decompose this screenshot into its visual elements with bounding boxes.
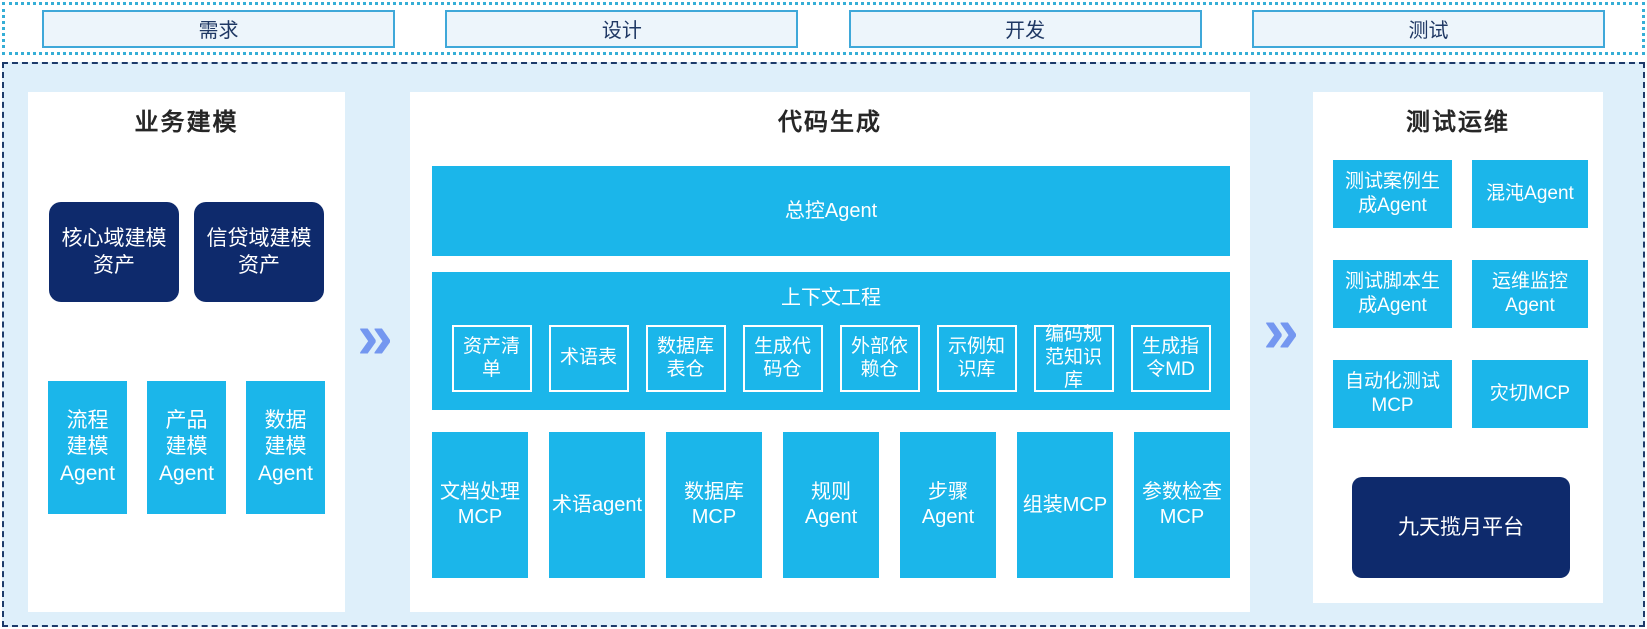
modeling-asset-row: 核心域建模 资产 信贷域建模 资产 xyxy=(28,202,345,302)
node-core-domain-modeling-assets: 核心域建模 资产 xyxy=(49,202,179,302)
stage-design: 设计 xyxy=(445,9,799,48)
node-steps-agent: 步骤Agent xyxy=(900,432,996,578)
node-ops-monitoring-agent: 运维监控 Agent xyxy=(1472,260,1588,328)
node-glossary-agent: 术语agent xyxy=(549,432,645,578)
panel-code-generation: 代码生成 总控Agent 上下文工程 资产清 单 术语表 数据库 表仓 生成代 … xyxy=(410,92,1250,612)
main-diagram-container: 业务建模 核心域建模 资产 信贷域建模 资产 流程 建模 Agent 产品 建模… xyxy=(2,62,1645,627)
node-generated-code-repo: 生成代 码仓 xyxy=(742,325,823,392)
node-master-agent: 总控Agent xyxy=(432,166,1230,256)
test-ops-title: 测试运维 xyxy=(1406,109,1510,136)
node-test-script-generation-agent: 测试脚本生 成Agent xyxy=(1333,260,1452,328)
node-chaos-agent: 混沌Agent xyxy=(1472,160,1588,228)
code-generation-title: 代码生成 xyxy=(778,109,882,136)
node-generation-instructions-md: 生成指 令MD xyxy=(1130,325,1211,392)
context-engineering-items: 资产清 单 术语表 数据库 表仓 生成代 码仓 外部依 赖仓 示例知 识库 编码… xyxy=(432,324,1230,392)
node-document-processing-mcp: 文档处理 MCP xyxy=(432,432,528,578)
node-glossary: 术语表 xyxy=(548,325,629,392)
stage-development: 开发 xyxy=(848,9,1202,48)
node-db-table-repo: 数据库 表仓 xyxy=(645,325,726,392)
double-chevron-icon: » xyxy=(1263,294,1299,366)
node-data-modeling-agent: 数据 建模 Agent xyxy=(246,381,325,514)
node-test-case-generation-agent: 测试案例生 成Agent xyxy=(1333,160,1452,228)
double-chevron-icon: » xyxy=(357,300,393,372)
test-ops-grid: 测试案例生 成Agent 混沌Agent 测试脚本生 成Agent 运维监控 A… xyxy=(1333,160,1588,428)
node-disaster-switch-mcp: 灾切MCP xyxy=(1472,360,1588,428)
node-jiutian-lanyue-platform: 九天揽月平台 xyxy=(1352,477,1570,578)
modeling-agent-row: 流程 建模 Agent 产品 建模 Agent 数据 建模 Agent xyxy=(28,381,345,514)
node-database-mcp: 数据库 MCP xyxy=(666,432,762,578)
context-engineering-block: 上下文工程 资产清 单 术语表 数据库 表仓 生成代 码仓 外部依 赖仓 示例知… xyxy=(432,272,1230,410)
node-credit-domain-modeling-assets: 信贷域建模 资产 xyxy=(194,202,324,302)
panel-business-modeling: 业务建模 核心域建模 资产 信贷域建模 资产 流程 建模 Agent 产品 建模… xyxy=(28,92,345,612)
node-coding-standards-knowledge-base: 编码规 范知识 库 xyxy=(1033,324,1114,392)
business-modeling-title: 业务建模 xyxy=(134,109,239,136)
node-parameter-check-mcp: 参数检查 MCP xyxy=(1134,432,1230,578)
stage-testing: 测试 xyxy=(1251,9,1605,48)
node-assembly-mcp: 组装MCP xyxy=(1017,432,1113,578)
node-process-modeling-agent: 流程 建模 Agent xyxy=(48,381,127,514)
pipeline-stage-strip: 需求 设计 开发 测试 xyxy=(2,2,1645,55)
panel-test-ops: 测试运维 测试案例生 成Agent 混沌Agent 测试脚本生 成Agent 运… xyxy=(1313,92,1603,603)
node-rules-agent: 规则Agent xyxy=(783,432,879,578)
node-external-dependency-repo: 外部依 赖仓 xyxy=(839,325,920,392)
node-example-knowledge-base: 示例知 识库 xyxy=(936,325,1017,392)
code-generation-workers-row: 文档处理 MCP 术语agent 数据库 MCP 规则Agent 步骤Agent… xyxy=(432,432,1230,578)
node-asset-list: 资产清 单 xyxy=(451,325,532,392)
node-product-modeling-agent: 产品 建模 Agent xyxy=(147,381,226,514)
context-engineering-title: 上下文工程 xyxy=(781,287,881,309)
stage-requirements: 需求 xyxy=(42,9,395,48)
node-automated-testing-mcp: 自动化测试 MCP xyxy=(1333,360,1452,428)
